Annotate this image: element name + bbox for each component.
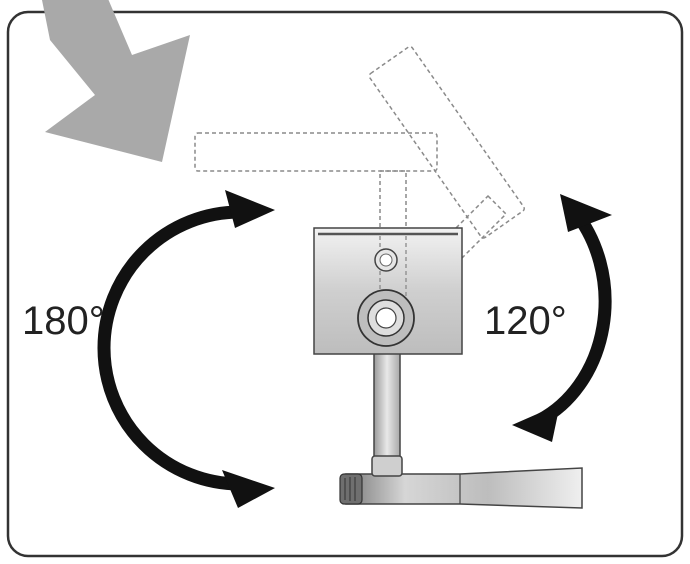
pointer-arrow-icon [42, 0, 190, 162]
rotation-arrow-right-icon [512, 194, 612, 442]
angle-label-180: 180° [22, 299, 105, 343]
dashed-outline-horizontal [194, 132, 438, 230]
pivot-joint [357, 289, 415, 347]
angle-label-120: 120° [484, 299, 567, 343]
rotation-arrow-left-icon [97, 190, 275, 508]
device-base [339, 467, 583, 509]
